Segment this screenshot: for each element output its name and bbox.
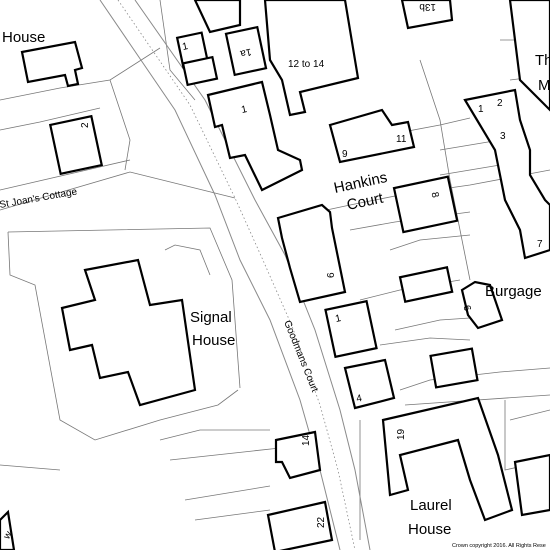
place-laurel: Laurel [410,497,452,514]
building-12-14 [263,0,360,117]
building-6-left [276,203,347,304]
building-1-top-b [181,55,219,87]
building-4 [343,358,396,410]
label-1-lower: 1 [334,313,342,325]
label-13b: 13b [419,1,436,12]
label-7: 7 [537,239,543,250]
building-1a [224,25,268,77]
label-9: 9 [342,149,348,160]
building-bottom-left [0,509,16,550]
place-signal: Signal [190,309,232,326]
building-2-left [48,114,104,176]
building-right-small [398,265,454,304]
building-1-mid [206,80,304,192]
label-19: 19 [396,428,407,440]
label-22: 22 [316,516,327,528]
building-9-11 [328,108,416,164]
label-1a: 1a [239,46,253,59]
building-top-right [508,0,550,112]
building-6-right [460,280,504,330]
road-st-joans-cottage: St Joan's Cottage [0,186,78,211]
label-1-right: 1 [478,104,484,115]
label-3: 3 [500,131,506,142]
label-1-top: 1 [181,41,189,53]
place-house-top-left: House [2,29,45,46]
label-6-left: 6 [326,272,337,278]
road-goodmans-court: Goodmans Court [281,319,320,394]
label-6-right: 6 [461,304,473,312]
place-burgage: Burgage [485,283,542,300]
building-1-lower [324,299,378,359]
building-signal-house [60,258,197,407]
building-house-top-left [20,40,84,88]
building-8 [392,175,459,234]
building-14 [274,430,322,480]
building-right-terrace [463,88,550,260]
place-signal-house: House [192,332,235,349]
building-22 [266,500,334,550]
building-bottom-right [513,453,550,517]
label-1-mid: 1 [240,104,248,116]
place-m: M [538,77,550,94]
building-laurel-house [381,396,514,522]
building-13b [400,0,454,30]
building-near-burgage [429,347,479,389]
label-2-left: 2 [80,122,91,128]
house-numbers: 1 1a 12 to 14 1 2 9 11 8 6 1 4 6 1 2 3 7… [1,1,543,542]
label-11: 11 [396,134,407,145]
label-12-14: 12 to 14 [288,59,325,70]
label-14: 14 [301,434,312,446]
place-the: Th [535,52,550,69]
copyright-notice: Crown copyright 2016. All Rights Rese [452,543,546,549]
place-names: House Signal House Hankins Court Burgage… [2,29,550,538]
label-4: 4 [355,393,363,405]
place-laurel-house: House [408,521,451,538]
building-top-center [193,0,242,34]
label-8: 8 [429,191,441,199]
label-2-right: 2 [497,98,503,109]
